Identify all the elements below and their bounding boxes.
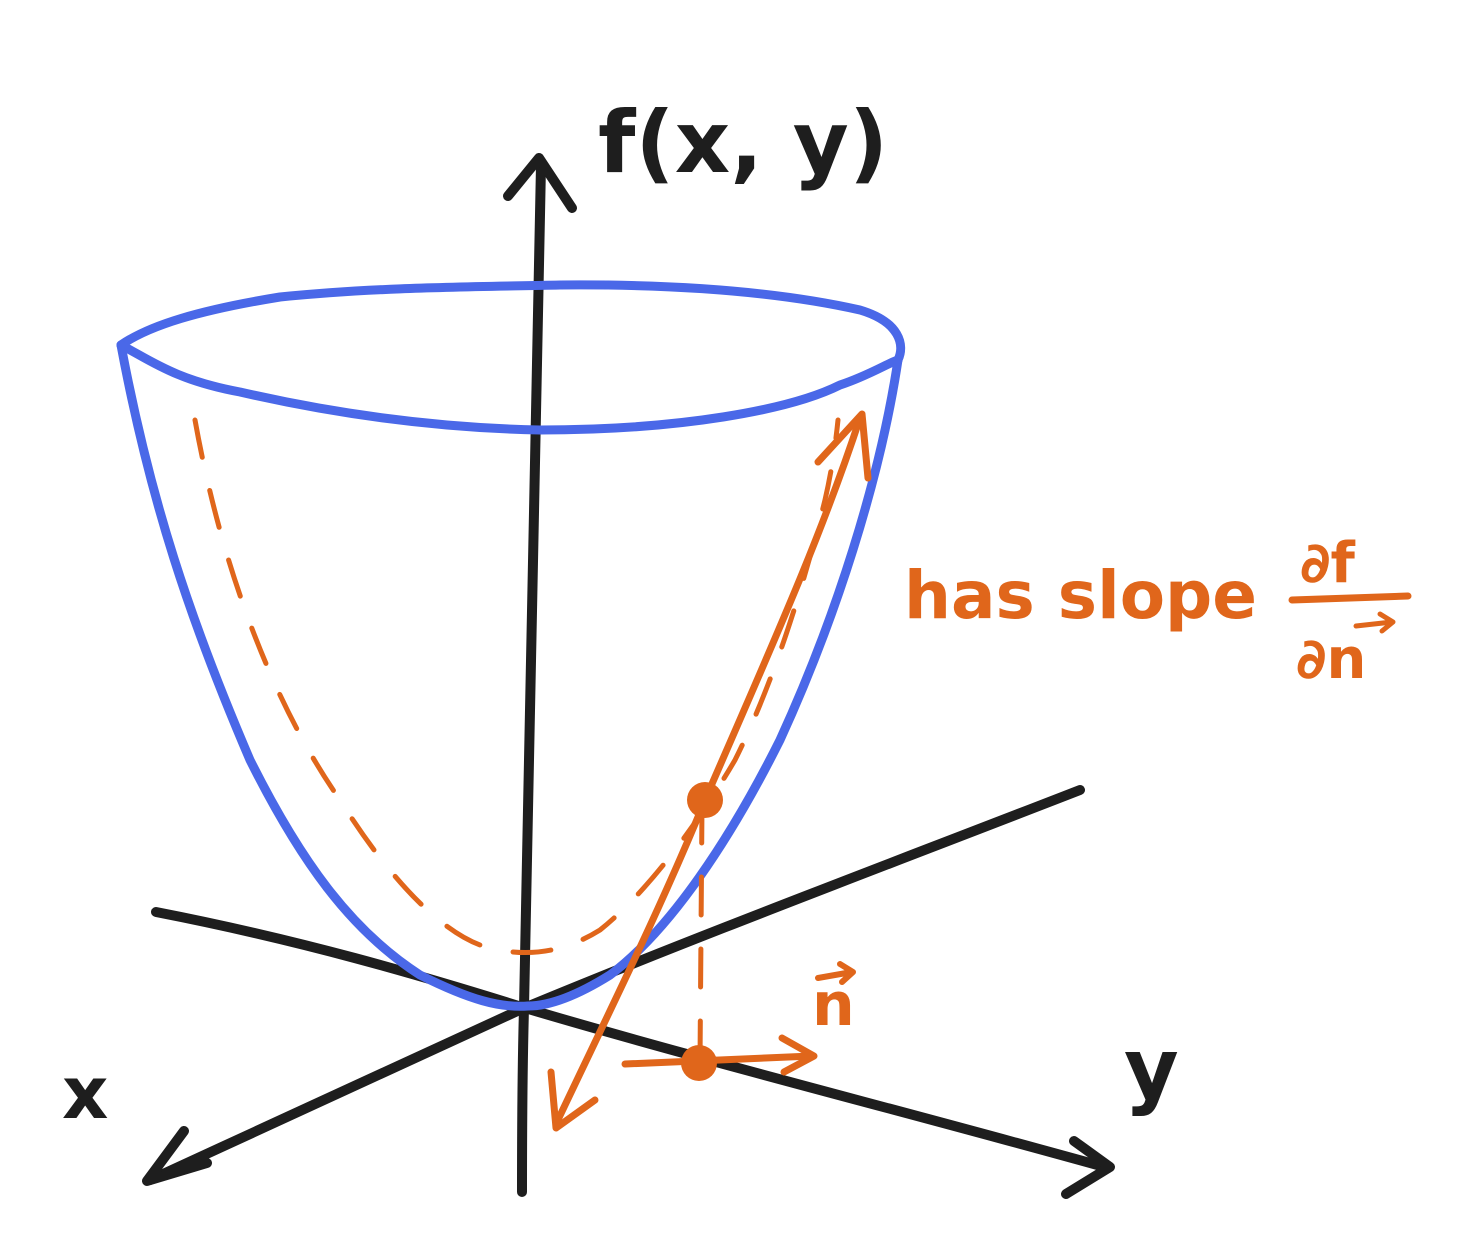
surface-rim-front bbox=[116, 340, 903, 435]
vertical-drop-line bbox=[697, 802, 705, 1065]
tangent-arrowhead-bottom bbox=[547, 1068, 599, 1132]
direction-vector-line bbox=[621, 1052, 816, 1068]
direction-vector-label-arrow bbox=[815, 961, 856, 985]
y-axis-label: y bbox=[1124, 1020, 1179, 1118]
z-axis-label: f(x, y) bbox=[598, 93, 888, 193]
y-axis-arrowhead bbox=[1061, 1136, 1115, 1199]
directional-slice bbox=[192, 410, 872, 1132]
x-axis-line bbox=[145, 785, 1085, 1185]
surface-right-side bbox=[523, 355, 903, 1011]
x-axis-arrowhead bbox=[142, 1126, 212, 1186]
direction-vector-label: n bbox=[812, 970, 855, 1040]
surface-point bbox=[687, 782, 723, 818]
z-axis-arrowhead bbox=[503, 153, 577, 213]
slope-denominator: ∂n bbox=[1296, 627, 1366, 692]
base-point bbox=[681, 1045, 717, 1081]
direction-vector-arrowhead bbox=[778, 1034, 818, 1076]
y-axis-line bbox=[151, 907, 1113, 1173]
paraboloid-surface bbox=[116, 280, 906, 1011]
slope-denominator-arrow bbox=[1353, 611, 1396, 634]
slope-numerator: ∂f bbox=[1300, 531, 1355, 596]
labels: f(x, y) x y n has slope ∂f ∂n bbox=[62, 93, 1412, 1135]
tangent-arrowhead-top bbox=[814, 410, 872, 482]
slope-fraction-bar bbox=[1288, 592, 1412, 604]
dashed-slice-curve bbox=[192, 417, 841, 955]
z-axis-line bbox=[517, 160, 546, 1197]
surface-left-side bbox=[116, 340, 533, 1011]
x-axis-label: x bbox=[62, 1051, 108, 1135]
slope-text: has slope bbox=[904, 557, 1257, 634]
surface-rim-back bbox=[116, 280, 906, 365]
axes bbox=[142, 153, 1115, 1199]
